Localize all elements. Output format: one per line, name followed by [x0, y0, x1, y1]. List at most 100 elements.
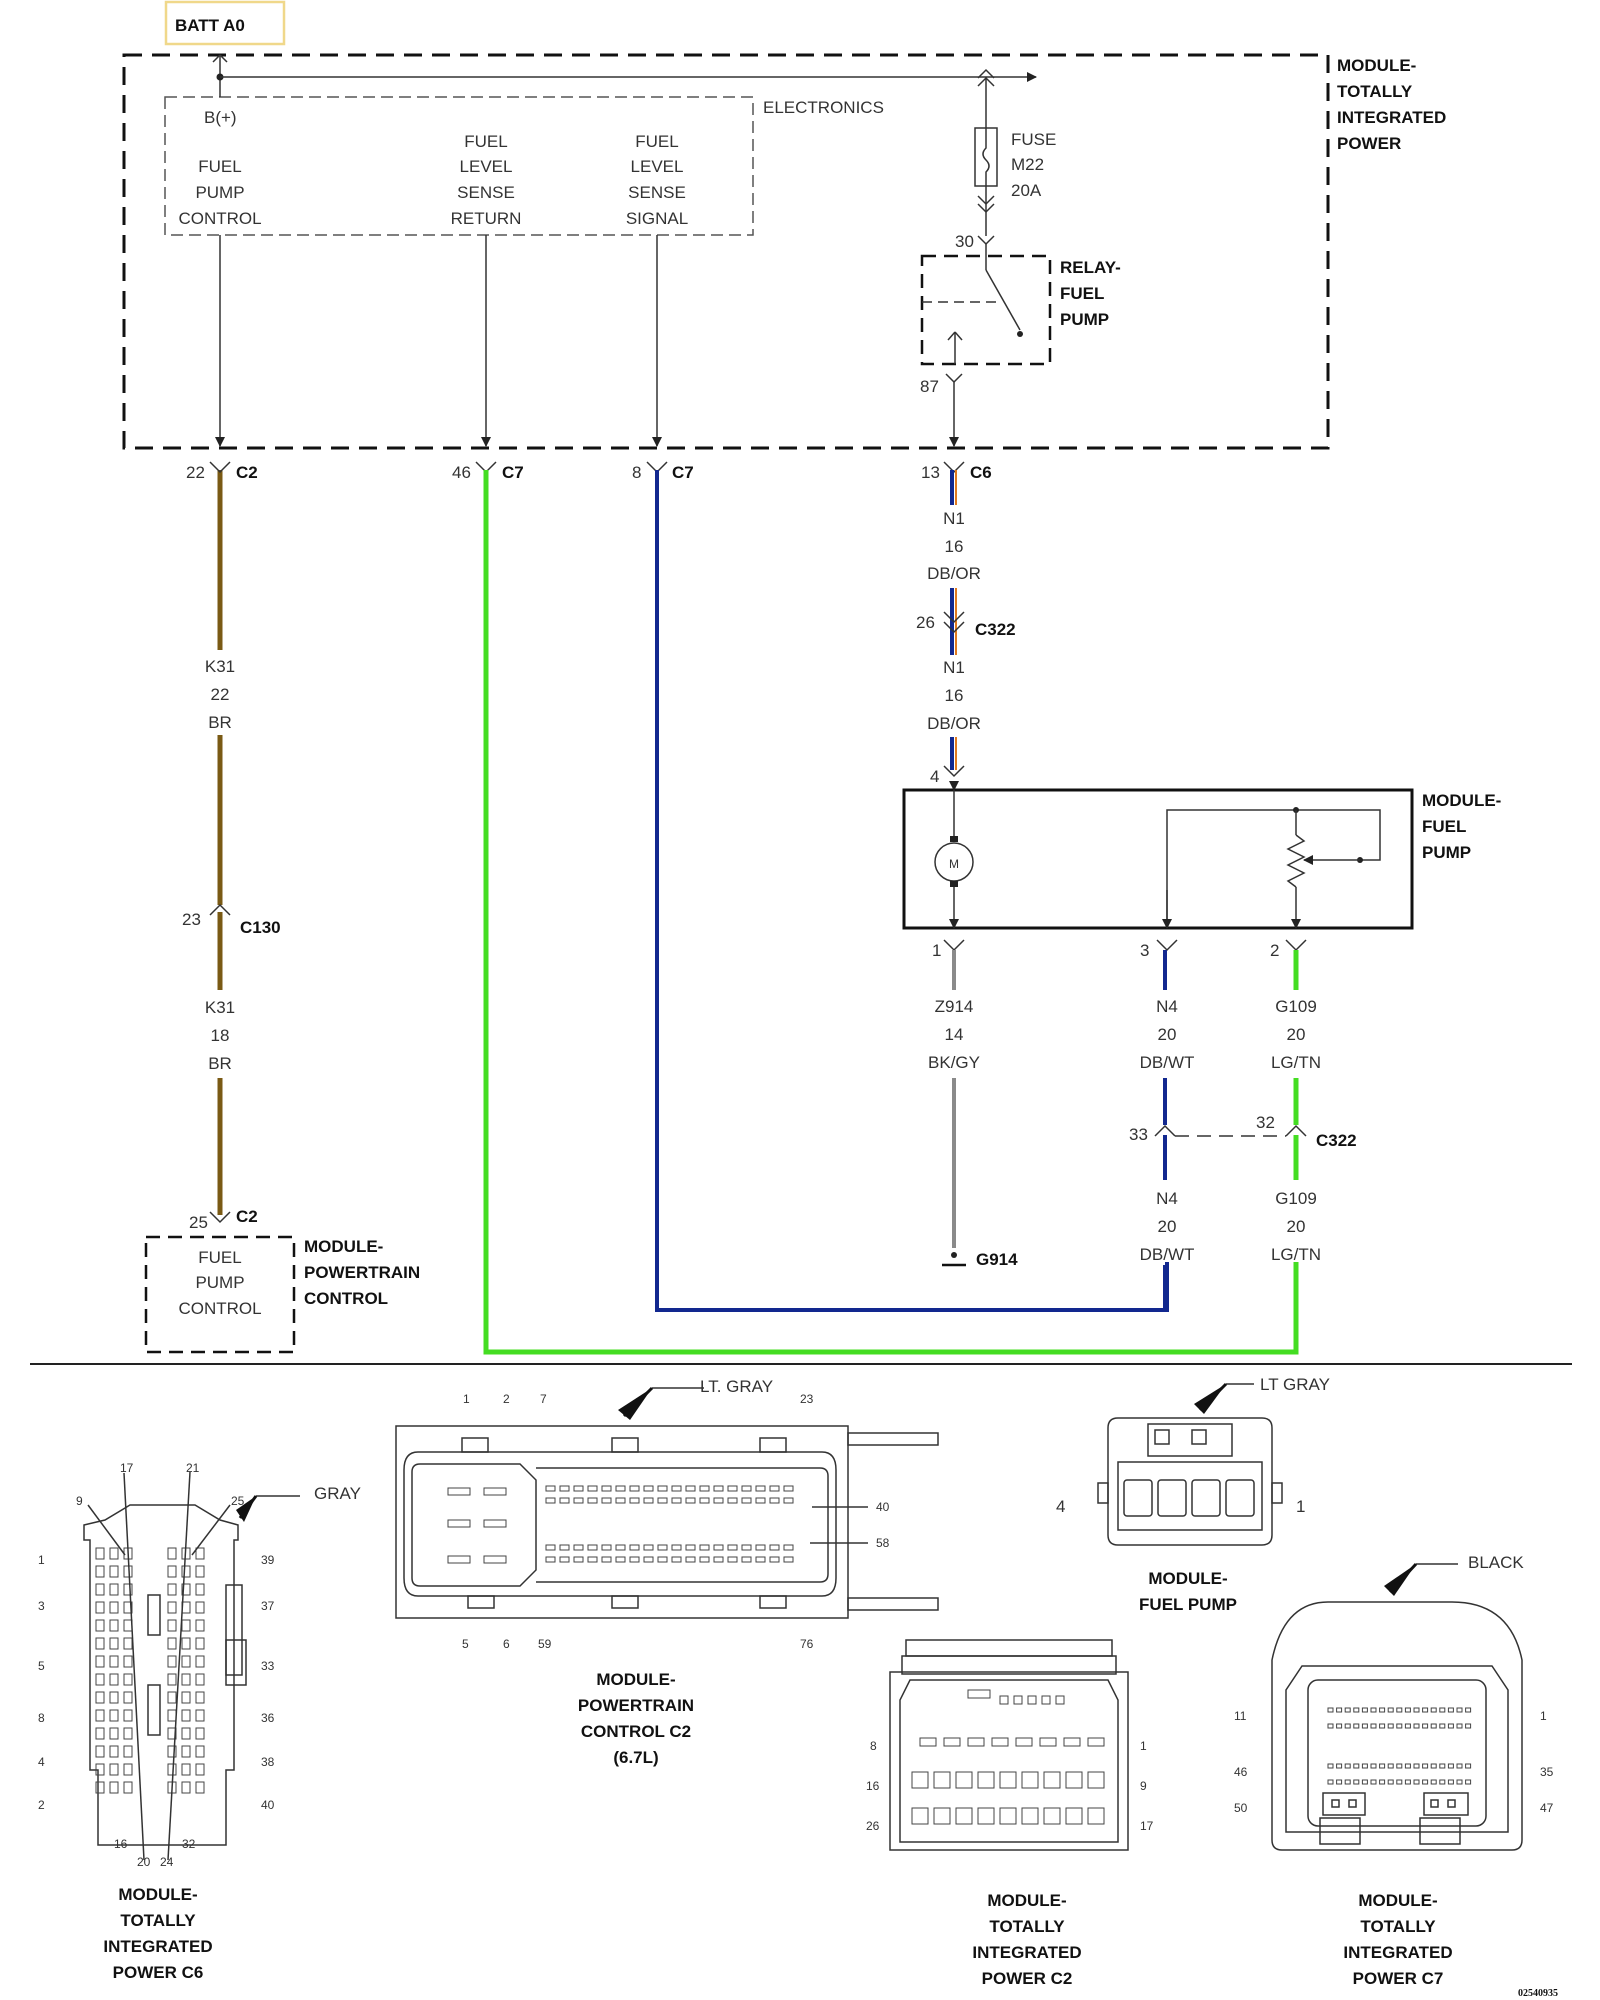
n4-lower-circuit: N4 — [1156, 1189, 1178, 1208]
c130-pin: 23 — [182, 910, 201, 929]
c6-cavity — [181, 1763, 191, 1776]
c6-cavity — [109, 1763, 119, 1776]
c6-pin-top-25: 25 — [231, 1494, 245, 1508]
pcm-c2-cavity — [601, 1544, 612, 1551]
c7-signal-name: C7 — [672, 463, 694, 482]
tipm-c7-cavity — [1336, 1707, 1343, 1713]
c6-cavity — [95, 1601, 105, 1614]
tipm-c2-cavity — [1087, 1807, 1105, 1825]
pcm-c2-pin-top-1: 1 — [463, 1392, 470, 1406]
pcm-c2-cavity — [573, 1544, 584, 1551]
connector-c130: 23 C130 — [182, 903, 281, 937]
doc-number: 02540935 — [1518, 1988, 1558, 1999]
c6-cavity — [95, 1583, 105, 1596]
c6-cavity — [195, 1691, 205, 1704]
tipm-c7-cavity — [1430, 1707, 1437, 1713]
c6-cavity — [195, 1601, 205, 1614]
tipm-c7-cavity — [1447, 1763, 1454, 1769]
tipm-c7-cavity — [1439, 1779, 1446, 1785]
fp-title-3: PUMP — [1422, 843, 1471, 862]
pcm-c2-cavity — [671, 1556, 682, 1563]
pcm-c2-pin-40: 40 — [876, 1500, 890, 1514]
c6-cavity — [181, 1727, 191, 1740]
c7-signal-pin: 8 — [632, 463, 641, 482]
tipm-c7-cavity — [1327, 1723, 1334, 1729]
tipm-c2-cavity — [999, 1807, 1017, 1825]
fp-pin-1: 1 — [932, 941, 941, 960]
pcm-c2-cavity — [713, 1544, 724, 1551]
n1-upper-gauge: 16 — [945, 537, 964, 556]
c6-cavity — [167, 1565, 177, 1578]
tipm-c2-pin-left-16: 16 — [866, 1779, 880, 1793]
pcm-c2-cavity — [741, 1485, 752, 1492]
tipm-title-1: MODULE- — [1337, 56, 1416, 75]
n4-upper-color: DB/WT — [1140, 1053, 1195, 1072]
c6-cavity — [109, 1655, 119, 1668]
tipm-c7-pin-right-1: 1 — [1540, 1709, 1547, 1723]
g109-lower-circuit: G109 — [1275, 1189, 1317, 1208]
tipm-c7-cavity — [1422, 1707, 1429, 1713]
tipm-c7-cavity — [1370, 1707, 1377, 1713]
n4-lower-color: DB/WT — [1140, 1245, 1195, 1264]
g109-upper-color: LG/TN — [1271, 1053, 1321, 1072]
fp-conn-pin-1: 1 — [1296, 1497, 1305, 1516]
tipm-c2-pin-left-8: 8 — [870, 1739, 877, 1753]
pcm-c2-cavity — [741, 1544, 752, 1551]
c6-cavity — [181, 1583, 191, 1596]
pcm-c2-cavity — [657, 1485, 668, 1492]
c6-name: C6 — [970, 463, 992, 482]
tipm-c7-pin-right-35: 35 — [1540, 1765, 1554, 1779]
tipm-c7-cavity — [1327, 1707, 1334, 1713]
fp-conn-title-2: FUEL PUMP — [1139, 1595, 1237, 1614]
pcm-c2-cavity — [629, 1497, 640, 1504]
tipm-title-3: INTEGRATED — [1337, 108, 1446, 127]
tipm-c2-cavity — [967, 1689, 991, 1699]
pcm-c2-cavity — [629, 1544, 640, 1551]
tipm-c7-cavity — [1447, 1723, 1454, 1729]
c6-cavity — [95, 1709, 105, 1722]
c6-cavity — [181, 1745, 191, 1758]
tipm-c7-cavity — [1456, 1723, 1463, 1729]
pcm-c2-title-4: (6.7L) — [613, 1748, 658, 1767]
c6-title-4: POWER C6 — [113, 1963, 204, 1982]
pcm-c2-cavity — [699, 1556, 710, 1563]
view-fuel-pump: LT GRAY 4 1 MODULE- FUEL PUMP — [1056, 1375, 1330, 1614]
pcm-c2-cavity — [545, 1497, 556, 1504]
pcm-c2-cavities — [447, 1485, 794, 1564]
tipm-c7-title-2: TOTALLY — [1360, 1917, 1436, 1936]
tipm-c7-cavity — [1413, 1763, 1420, 1769]
tipm-c7-cavity — [1396, 1723, 1403, 1729]
pcm-c2-cavity — [587, 1497, 598, 1504]
c6-cavity — [123, 1655, 133, 1668]
pcm-c2-title-1: MODULE- — [596, 1670, 675, 1689]
c6-cavity — [181, 1709, 191, 1722]
pcm-c2-cavity — [727, 1556, 738, 1563]
c6-pin: 13 — [921, 463, 940, 482]
tipm-c7-cavity — [1422, 1723, 1429, 1729]
pcm-c2-pin-top-2: 2 — [503, 1392, 510, 1406]
wire-n4: N4 20 DB/WT N4 20 DB/WT — [1140, 950, 1195, 1310]
tipm-c7-cavity — [1387, 1779, 1394, 1785]
c130-name: C130 — [240, 918, 281, 937]
tipm-c7-cavity — [1370, 1763, 1377, 1769]
pcm-c2-cavity — [643, 1544, 654, 1551]
pcm-c2-cavity — [615, 1485, 626, 1492]
tipm-c7-cavity — [1387, 1723, 1394, 1729]
tipm-c7-cavity — [1361, 1779, 1368, 1785]
c6-cavity — [95, 1619, 105, 1632]
pin-fls-signal-1: FUEL — [635, 132, 678, 151]
c6-cavity — [195, 1709, 205, 1722]
sender-frame — [1166, 809, 1381, 928]
tipm-c2-cavity — [955, 1771, 973, 1789]
c322-top-name: C322 — [975, 620, 1016, 639]
pcm-c2-cavity — [769, 1544, 780, 1551]
c6-title-2: TOTALLY — [120, 1911, 196, 1930]
tipm-c7-cavity — [1387, 1707, 1394, 1713]
tipm-c2-pin-right-17: 17 — [1140, 1819, 1154, 1833]
pin-fpc-2: PUMP — [195, 183, 244, 202]
c322-top-pin: 26 — [916, 613, 935, 632]
c2-top-name: C2 — [236, 463, 258, 482]
tipm-c2-cavity — [1043, 1771, 1061, 1789]
k31-lower-color: BR — [208, 1054, 232, 1073]
relay-title-3: PUMP — [1060, 310, 1109, 329]
